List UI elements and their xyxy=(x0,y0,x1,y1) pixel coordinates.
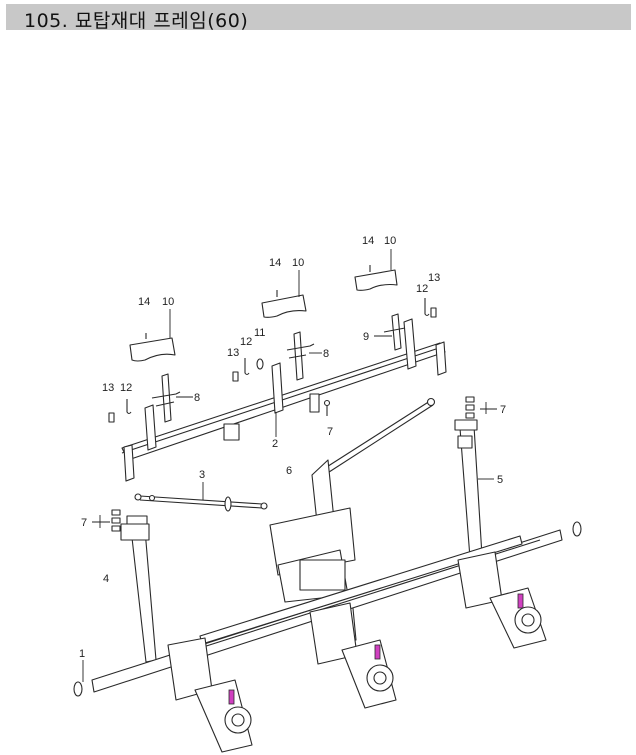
callout-7-middle: 7 xyxy=(327,426,333,438)
callout-7-right: 7 xyxy=(500,404,506,416)
upper-frame-part-2 xyxy=(121,318,447,482)
callout-9: 9 xyxy=(363,331,369,343)
center-gearbox-part-6 xyxy=(269,459,357,649)
callout-12-left: 12 xyxy=(120,382,132,394)
callout-12-right: 12 xyxy=(416,283,428,295)
link-rod-part-3 xyxy=(134,493,268,512)
callout-12-middle: 12 xyxy=(240,336,252,348)
callout-13-right: 13 xyxy=(428,272,440,284)
section-title: 105. 묘탑재대 프레임(60) xyxy=(24,10,249,32)
diagonal-rod xyxy=(321,397,436,475)
callout-14-right: 14 xyxy=(362,235,374,247)
callout-1: 1 xyxy=(79,648,85,660)
callout-2: 2 xyxy=(272,438,278,450)
callout-11: 11 xyxy=(254,327,265,339)
bolts-part-7-left xyxy=(111,509,121,532)
callout-13-middle: 13 xyxy=(227,347,239,359)
cover-part-10-middle xyxy=(261,290,307,318)
callout-8-left: 8 xyxy=(194,392,200,404)
cover-part-10-right xyxy=(354,265,398,291)
small-parts-right xyxy=(424,298,437,318)
callout-labels: 1 2 3 4 5 6 7 7 7 8 8 9 10 10 10 11 12 1… xyxy=(79,235,506,660)
callout-10-left: 10 xyxy=(162,296,174,308)
upright-post-part-4 xyxy=(120,515,157,663)
callout-14-left: 14 xyxy=(138,296,150,308)
cover-part-10-left xyxy=(129,333,176,362)
planting-unit-left xyxy=(167,637,253,753)
leader-lines xyxy=(82,249,497,682)
bracket-part-8-left xyxy=(151,373,181,423)
callout-13-left: 13 xyxy=(102,382,114,394)
callout-4: 4 xyxy=(103,573,109,585)
upright-post-part-5 xyxy=(454,419,483,559)
bolt-part-7-middle xyxy=(323,399,331,416)
callout-5: 5 xyxy=(497,474,503,486)
callout-14-middle: 14 xyxy=(269,257,281,269)
small-parts-middle xyxy=(232,358,264,382)
callout-8-middle: 8 xyxy=(323,348,329,360)
planting-unit-right xyxy=(457,551,547,649)
bolts-part-7-right xyxy=(465,396,475,419)
planting-unit-middle xyxy=(309,602,397,709)
bracket-part-8-middle xyxy=(286,331,315,381)
bracket-part-9-right xyxy=(383,313,406,351)
callout-6: 6 xyxy=(286,465,292,477)
callout-7-left: 7 xyxy=(81,517,87,529)
callout-10-right: 10 xyxy=(384,235,396,247)
callout-10-middle: 10 xyxy=(292,257,304,269)
small-parts-left xyxy=(108,399,132,423)
callout-3: 3 xyxy=(199,469,205,481)
section-header-bar: 105. 묘탑재대 프레임(60) xyxy=(6,4,631,32)
